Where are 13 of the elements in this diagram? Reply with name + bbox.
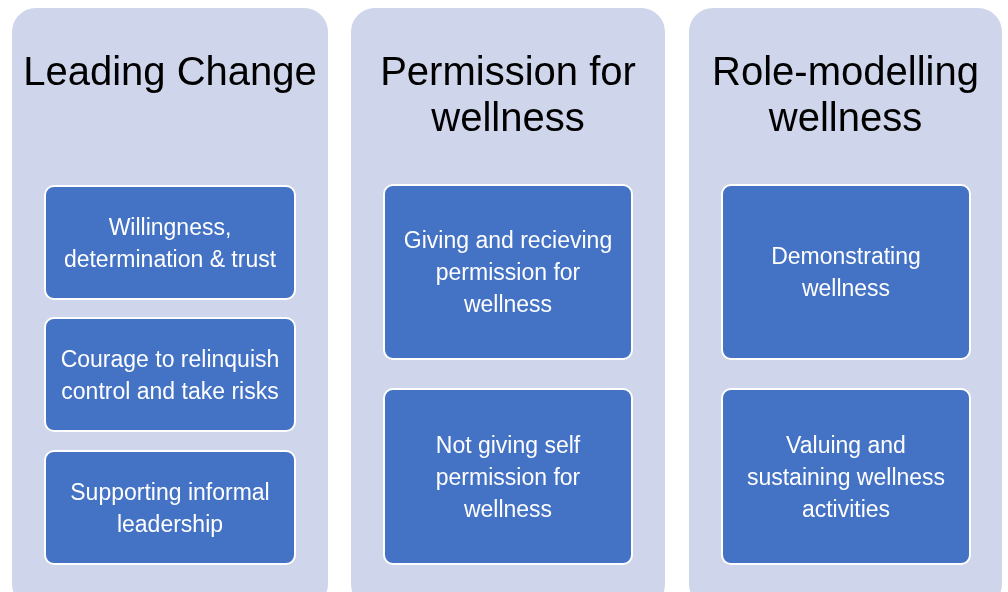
panel-card — [351, 8, 665, 592]
theme-box: Supporting informal leadership — [44, 450, 296, 565]
theme-box: Willingness, determination & trust — [44, 185, 296, 300]
panel-title: Role-modelling wellness — [711, 48, 980, 140]
theme-box: Valuing and sustaining wellness activities — [721, 388, 971, 565]
panel-title: Permission for wellness — [379, 48, 637, 140]
theme-box: Not giving self permission for wellness — [383, 388, 633, 565]
theme-box: Courage to relinquish control and take risks — [44, 317, 296, 432]
theme-box: Demonstrating wellness — [721, 184, 971, 360]
panel-card — [12, 8, 328, 592]
panel-title: Leading Change — [22, 48, 318, 94]
panel-card — [689, 8, 1002, 592]
theme-box: Giving and recieving permission for wellness — [383, 184, 633, 360]
